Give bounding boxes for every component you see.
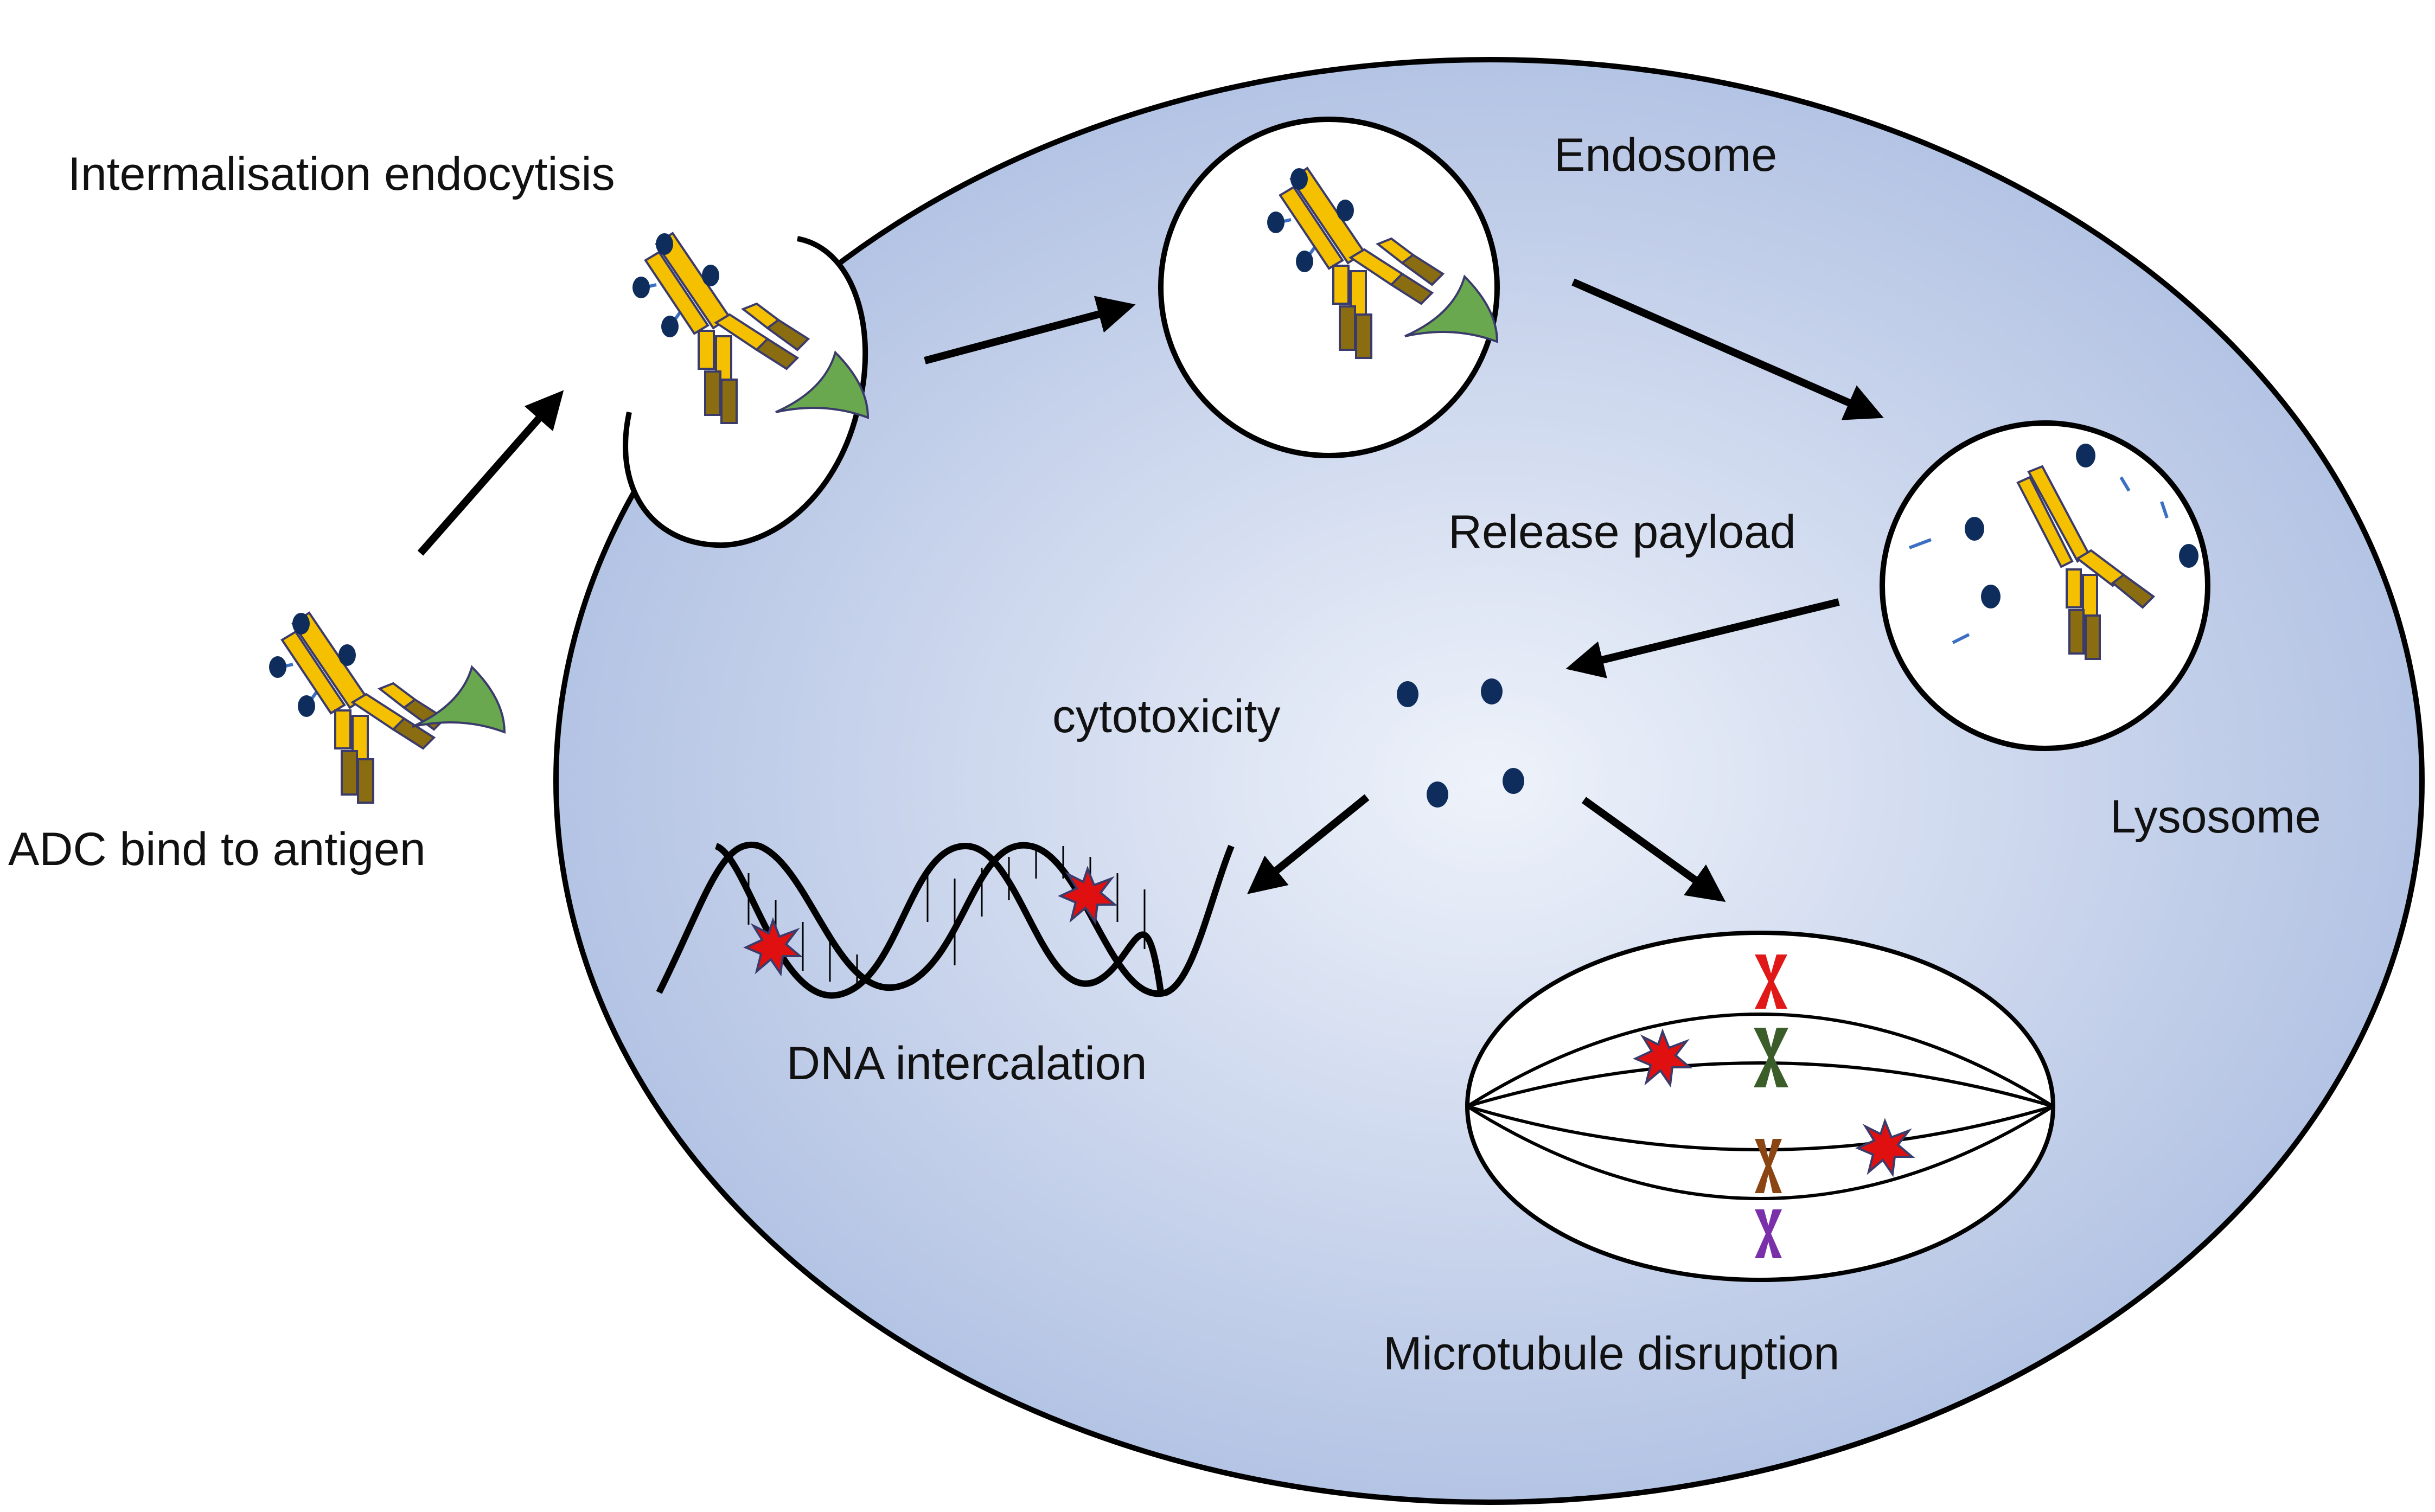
endosome — [1158, 117, 1500, 458]
antigen-icon — [411, 666, 506, 733]
arrow-release-payload — [1565, 598, 1840, 678]
label-internalisation: Intermalisation endocytisis — [68, 148, 615, 200]
chromosome-red — [1755, 954, 1787, 1009]
chromosome-green — [1754, 1028, 1788, 1087]
released-payloads-lysosome — [1908, 444, 2198, 644]
arrow-to-lysosome — [1571, 278, 1884, 420]
antibody-in-lysosome — [2016, 465, 2156, 660]
chromosome-brown — [1755, 1139, 1782, 1193]
label-dna-intercalation: DNA intercalation — [787, 1037, 1147, 1090]
label-endosome: Endosome — [1554, 129, 1777, 181]
arrow-binding-to-internalisation — [417, 390, 564, 556]
label-release-payload: Release payload — [1448, 506, 1796, 558]
arrow-to-dna — [1247, 794, 1370, 894]
lysosome — [1880, 420, 2210, 751]
mitotic-spindle — [1465, 931, 2055, 1282]
label-microtubule-disruption: Microtubule disruption — [1383, 1328, 1839, 1380]
chromosome-purple — [1755, 1209, 1782, 1258]
label-cytotoxicity: cytotoxicity — [1052, 690, 1281, 742]
arrow-to-endosome — [924, 296, 1136, 364]
endocytic-vesicle — [623, 236, 868, 548]
arrow-to-microtubule — [1581, 797, 1726, 902]
label-adc-bind: ADC bind to antigen — [8, 823, 426, 875]
dna-helix — [656, 842, 1235, 999]
adc-bound-outside — [269, 613, 445, 803]
label-lysosome: Lysosome — [2110, 791, 2321, 843]
released-payloads-cytoplasm — [1397, 678, 1524, 808]
